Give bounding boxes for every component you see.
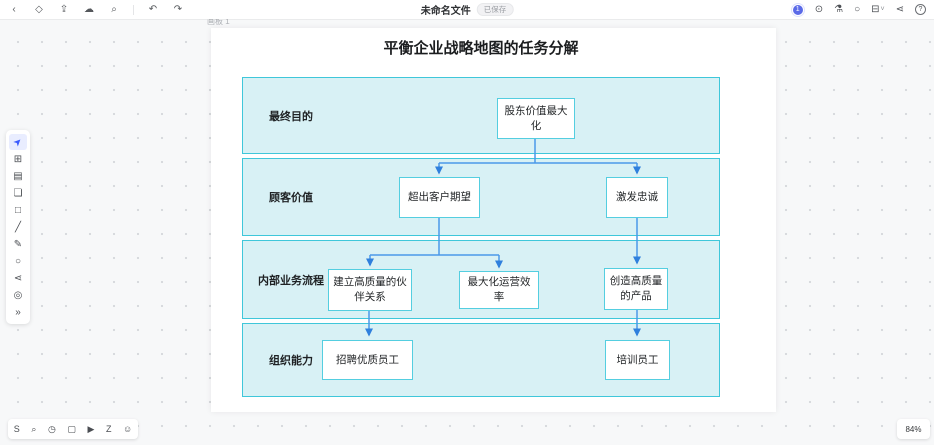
pen-tool[interactable]: ✎ <box>9 236 27 252</box>
cloud-sync-icon[interactable]: ☁ <box>84 4 94 15</box>
export-icon[interactable]: ⇪ <box>59 4 69 15</box>
node-train-employees[interactable]: 培训员工 <box>605 340 670 380</box>
undo-icon[interactable]: ↶ <box>148 4 158 15</box>
top-toolbar: ‹ ◇ ⇪ ☁ ⌕ ↶ ↷ 未命名文件 已保存 1 ⊙ ⚗ ○ ⊟ ˅ ⋖ ? <box>0 0 934 19</box>
back-icon[interactable]: ‹ <box>12 4 16 15</box>
top-toolbar-left: ‹ ◇ ⇪ ☁ ⌕ ↶ ↷ <box>8 4 184 15</box>
rectangle-icon: □ <box>14 204 22 216</box>
avatar[interactable]: 1 <box>791 3 804 16</box>
zoom-indicator[interactable]: 84% <box>897 419 930 439</box>
top-toolbar-right: 1 ⊙ ⚗ ○ ⊟ ˅ ⋖ ? <box>791 3 926 16</box>
search-icon[interactable]: ⌕ <box>111 4 117 15</box>
sticky-note-tool[interactable]: ❏ <box>9 185 27 201</box>
template-tool[interactable]: ▤ <box>9 168 27 184</box>
node-recruit-employees[interactable]: 招聘优质员工 <box>322 340 413 380</box>
more-tools[interactable]: » <box>9 304 27 320</box>
band-label: 组织能力 <box>269 355 313 367</box>
node-operational-efficiency[interactable]: 最大化运营效率 <box>459 271 539 309</box>
emoji-tool[interactable]: ☺ <box>123 424 133 434</box>
shape-library-icon[interactable]: ◇ <box>35 4 43 15</box>
layout-panel-button[interactable]: ⊟ ˅ <box>871 4 884 15</box>
z-order-tool[interactable]: Z <box>105 424 112 434</box>
timer-icon[interactable]: ○ <box>854 4 861 15</box>
line-icon: ╱ <box>14 221 22 233</box>
redo-icon[interactable]: ↷ <box>173 4 183 15</box>
document-title-area: 未命名文件 已保存 <box>421 2 514 17</box>
node-exceed-expectations[interactable]: 超出客户期望 <box>399 177 480 218</box>
frame-tool[interactable]: ⊞ <box>9 151 27 167</box>
band-label: 最终目的 <box>269 110 313 123</box>
focus-mode-icon[interactable]: ⊙ <box>814 4 824 15</box>
help-icon[interactable]: ? <box>915 4 926 15</box>
select-tool[interactable]: ➤ <box>9 134 27 150</box>
band-ultimate-goal[interactable]: 最终目的 <box>242 77 720 154</box>
shape-tool[interactable]: □ <box>9 202 27 218</box>
bottom-toolbar: S ⌕ ◷ ▢ ▶ Z ☺ <box>8 419 138 439</box>
frame-label[interactable]: 画板 1 <box>207 17 230 26</box>
connector-tool[interactable]: ⋖ <box>9 270 27 286</box>
theme-tool[interactable]: S <box>13 424 20 434</box>
media-tool[interactable]: ▶ <box>87 423 95 434</box>
node-quality-partnership[interactable]: 建立高质量的伙伴关系 <box>328 269 412 311</box>
line-tool[interactable]: ╱ <box>9 219 27 235</box>
layout-panel-icon: ⊟ <box>871 4 880 15</box>
connector-icon: ⋖ <box>13 272 23 284</box>
sticky-note-icon: ❏ <box>13 187 23 199</box>
chevron-down-icon: ˅ <box>880 6 885 13</box>
ellipse-tool[interactable]: ○ <box>9 253 27 269</box>
save-status-badge: 已保存 <box>476 3 514 16</box>
node-quality-products[interactable]: 创造高质量的产品 <box>604 268 668 310</box>
cursor-icon: ➤ <box>11 135 25 149</box>
share-icon[interactable]: ⋖ <box>895 4 904 15</box>
diagram-title[interactable]: 平衡企业战略地图的任务分解 <box>383 40 579 57</box>
node-inspire-loyalty[interactable]: 激发忠诚 <box>606 177 668 218</box>
double-chevron-icon: » <box>15 306 21 318</box>
frame-icon: ⊞ <box>13 153 23 165</box>
tool-palette: ➤ ⊞ ▤ ❏ □ ╱ ✎ ○ ⋖ ◎ » <box>6 130 30 324</box>
toolbar-divider <box>133 4 134 15</box>
search-tool[interactable]: ⌕ <box>31 423 37 434</box>
document-title[interactable]: 未命名文件 <box>420 6 471 17</box>
pencil-icon: ✎ <box>13 238 23 250</box>
circle-icon: ○ <box>14 255 22 267</box>
interact-icon: ◎ <box>13 289 23 301</box>
comment-tool[interactable]: ▢ <box>67 423 76 434</box>
band-label: 顾客价值 <box>269 192 313 204</box>
band-label: 内部业务流程 <box>258 274 324 287</box>
timer-tool[interactable]: ◷ <box>47 423 56 434</box>
node-shareholder-value[interactable]: 股东价值最大化 <box>497 98 575 139</box>
experiment-icon[interactable]: ⚗ <box>834 4 844 15</box>
template-icon: ▤ <box>13 170 23 182</box>
interact-tool[interactable]: ◎ <box>9 287 27 303</box>
